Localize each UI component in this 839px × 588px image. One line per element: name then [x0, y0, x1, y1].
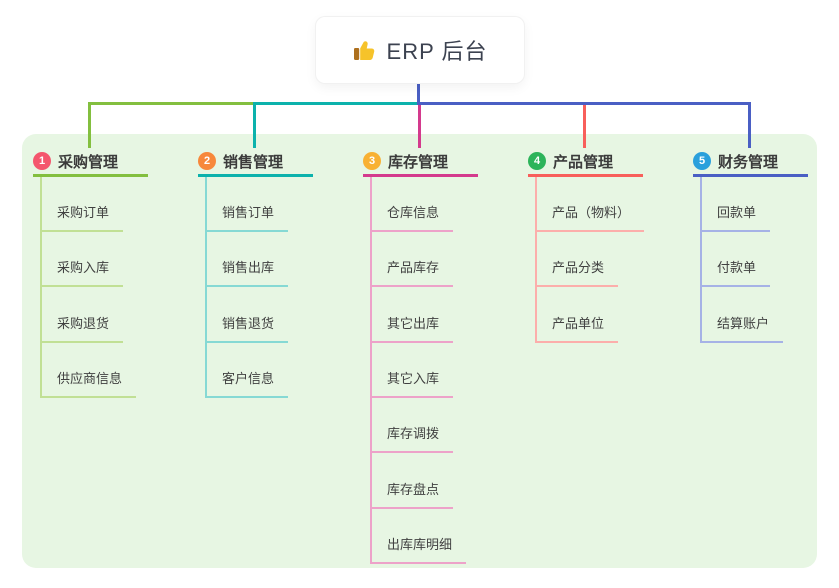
branch-underline: [363, 174, 478, 177]
branch-number-badge: 5: [693, 152, 711, 170]
child-connector-line: [370, 177, 372, 564]
branch-underline: [33, 174, 148, 177]
child-node[interactable]: 采购入库: [40, 260, 124, 288]
branch-node-3[interactable]: 3 库存管理: [363, 149, 448, 173]
child-node[interactable]: 产品库存: [370, 260, 454, 288]
branch-node-label: 库存管理: [388, 153, 449, 171]
child-node[interactable]: 销售退货: [205, 316, 289, 343]
branch-number-badge: 3: [363, 152, 381, 170]
child-connector-line: [205, 177, 207, 398]
branch-node-2[interactable]: 2 销售管理: [198, 149, 283, 173]
branch-number-badge: 4: [528, 152, 546, 170]
child-node[interactable]: 仓库信息: [370, 205, 454, 232]
child-node[interactable]: 其它出库: [370, 316, 454, 343]
root-node-label: ERP 后台: [386, 39, 488, 64]
child-node[interactable]: 结算账户: [700, 316, 784, 343]
child-node[interactable]: 销售订单: [205, 205, 289, 232]
child-node[interactable]: 供应商信息: [40, 371, 137, 398]
thumbs-up-icon: [353, 38, 377, 62]
root-node[interactable]: ERP 后台: [316, 17, 524, 83]
branch-underline: [528, 174, 643, 177]
branch-node-5[interactable]: 5 财务管理: [693, 149, 778, 173]
child-connector-line: [535, 177, 537, 343]
child-node[interactable]: 库存调拨: [370, 426, 454, 454]
branch-connector-line: [748, 102, 751, 148]
branch-node-1[interactable]: 1 采购管理: [33, 149, 118, 173]
branch-underline: [198, 174, 313, 177]
branches-panel: [22, 134, 817, 568]
branch-connector-line: [88, 102, 91, 148]
trunk-line: [418, 102, 751, 105]
branch-node-label: 财务管理: [718, 153, 779, 171]
branch-node-label: 采购管理: [58, 153, 119, 171]
child-connector-line: [40, 177, 42, 398]
trunk-line: [253, 102, 421, 105]
child-node[interactable]: 回款单: [700, 205, 771, 232]
branch-underline: [693, 174, 808, 177]
branch-node-label: 销售管理: [223, 153, 284, 171]
child-node[interactable]: 其它入库: [370, 371, 454, 398]
branch-number-badge: 1: [33, 152, 51, 170]
child-node[interactable]: 产品（物料）: [535, 205, 645, 232]
trunk-line: [88, 102, 256, 105]
child-node[interactable]: 采购订单: [40, 205, 124, 232]
branch-connector-line: [583, 102, 586, 148]
branch-connector-line: [418, 102, 421, 148]
branch-node-4[interactable]: 4 产品管理: [528, 149, 613, 173]
child-node[interactable]: 产品单位: [535, 316, 619, 343]
child-node[interactable]: 客户信息: [205, 371, 289, 398]
child-node[interactable]: 出库库明细: [370, 537, 467, 564]
child-node[interactable]: 采购退货: [40, 316, 124, 343]
child-node[interactable]: 产品分类: [535, 260, 619, 288]
child-connector-line: [700, 177, 702, 343]
branch-number-badge: 2: [198, 152, 216, 170]
child-node[interactable]: 付款单: [700, 260, 771, 288]
child-node[interactable]: 销售出库: [205, 260, 289, 288]
child-node[interactable]: 库存盘点: [370, 482, 454, 509]
root-connector-line: [417, 83, 420, 105]
branch-connector-line: [253, 102, 256, 148]
branch-node-label: 产品管理: [553, 153, 614, 171]
